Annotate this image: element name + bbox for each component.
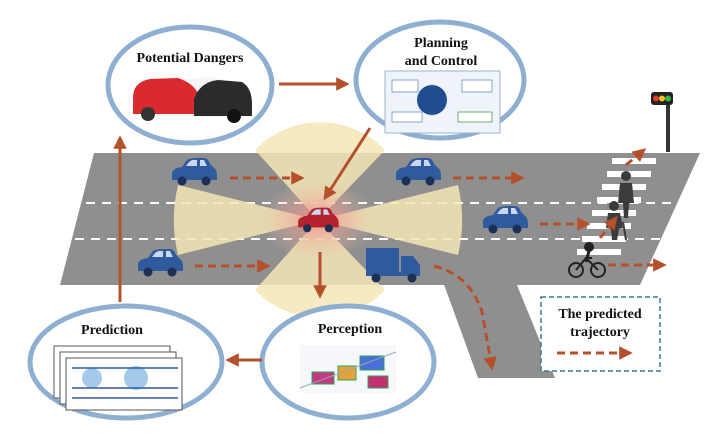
node-label-prediction: Prediction: [81, 323, 143, 338]
node-label-perception: Perception: [318, 322, 382, 337]
node-prediction: Prediction: [27, 303, 225, 421]
node-planning-control: Planning and Control: [353, 19, 527, 141]
legend-box: The predicted trajectory: [540, 296, 661, 372]
node-label-planning-line2: and Control: [405, 54, 478, 69]
predicted-trajectories: [195, 148, 667, 371]
traffic-light-icon: [651, 92, 673, 152]
cyclist-icon: [568, 242, 606, 278]
process-arrows: [113, 77, 372, 367]
node-perception: Perception: [259, 303, 437, 421]
legend-line1: The predicted: [558, 307, 642, 322]
pedestrian-icon: [618, 171, 634, 218]
node-label-planning-line1: Planning: [414, 36, 468, 51]
truck-icon: [366, 248, 420, 283]
node-potential-dangers: Potential Dangers: [105, 24, 275, 146]
legend-line2: trajectory: [570, 325, 630, 340]
node-label-dangers: Potential Dangers: [137, 51, 244, 66]
